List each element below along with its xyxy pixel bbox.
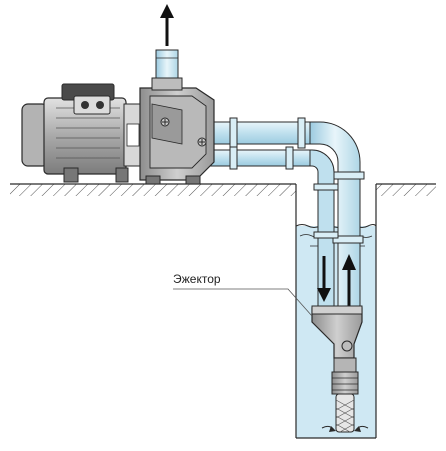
ejector-label: Эжектор	[173, 272, 221, 286]
outlet-pipe	[151, 49, 183, 91]
strainer	[321, 393, 369, 433]
pump-motor	[21, 83, 143, 183]
ejector-leader-line	[173, 288, 313, 317]
flow-arrow-down	[317, 256, 331, 302]
outlet-flow-arrow	[160, 4, 174, 46]
ejector	[311, 305, 363, 395]
horizontal-pipes	[209, 117, 311, 170]
ground	[10, 183, 436, 196]
pump-housing	[139, 87, 215, 185]
flow-arrow-up	[342, 254, 356, 306]
